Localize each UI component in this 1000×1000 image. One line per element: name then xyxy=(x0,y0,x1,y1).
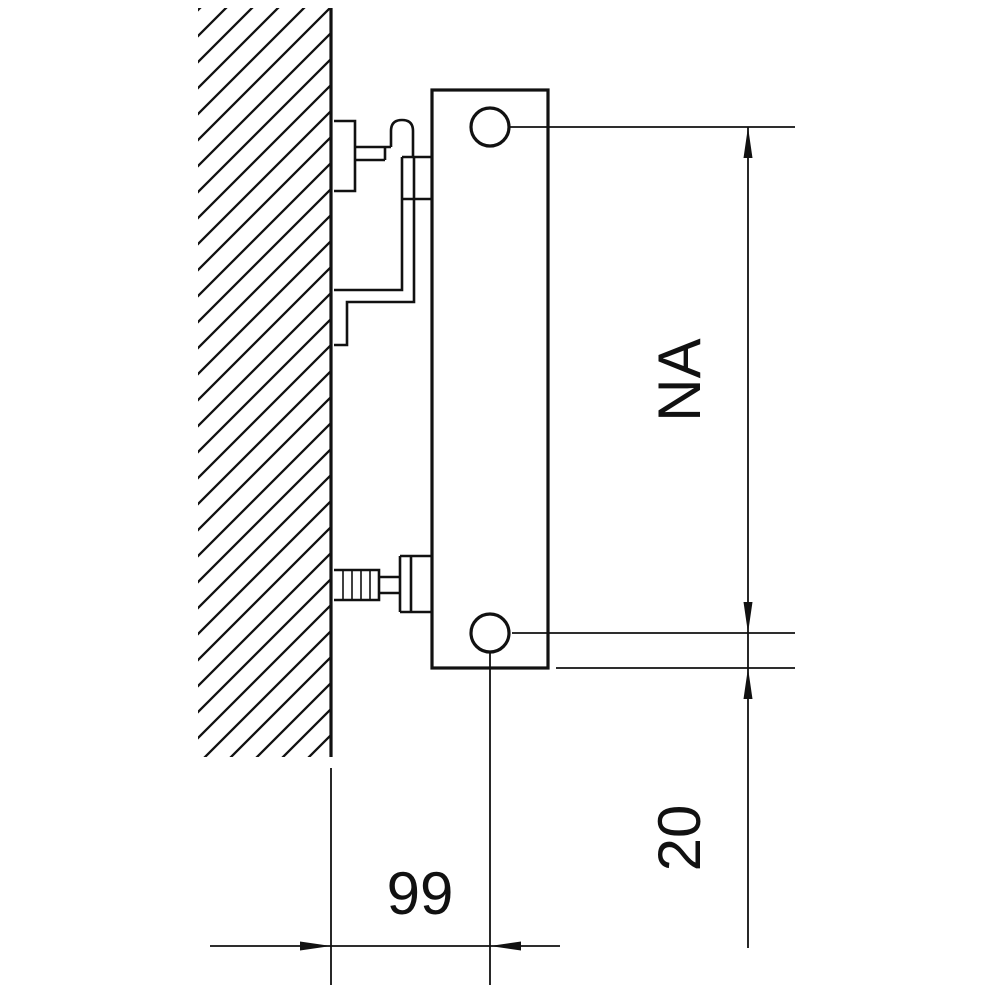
na-arrow-bottom xyxy=(743,602,753,633)
wall-dim-arrow-right xyxy=(490,941,521,951)
bracket-hook xyxy=(389,118,415,158)
wall-dim-arrow-left xyxy=(300,941,331,951)
bracket-arm-bottom xyxy=(355,148,387,162)
bracket-wall-rail xyxy=(334,119,357,193)
radiator-body xyxy=(430,88,550,670)
mounting-bracket xyxy=(334,118,432,347)
offset-arrow-up xyxy=(743,668,753,699)
dim-label-20: 20 xyxy=(646,805,713,872)
bracket-stud-block xyxy=(400,155,432,201)
dim-label-99: 99 xyxy=(387,860,454,927)
fastener-block xyxy=(398,554,432,614)
na-arrow-top xyxy=(743,127,753,158)
bottom-fastener xyxy=(334,554,432,614)
lower-connection-port xyxy=(469,612,511,654)
upper-connection-port xyxy=(469,106,511,148)
bracket-strap-inner xyxy=(334,199,416,347)
fastener-thread-ticks xyxy=(342,570,371,600)
dim-label-na: NA xyxy=(646,338,713,421)
fastener-threaded-rod xyxy=(334,568,381,602)
wall-hatching xyxy=(198,8,331,757)
bracket-strap-outer xyxy=(334,199,404,292)
fastener-neck xyxy=(379,575,400,595)
